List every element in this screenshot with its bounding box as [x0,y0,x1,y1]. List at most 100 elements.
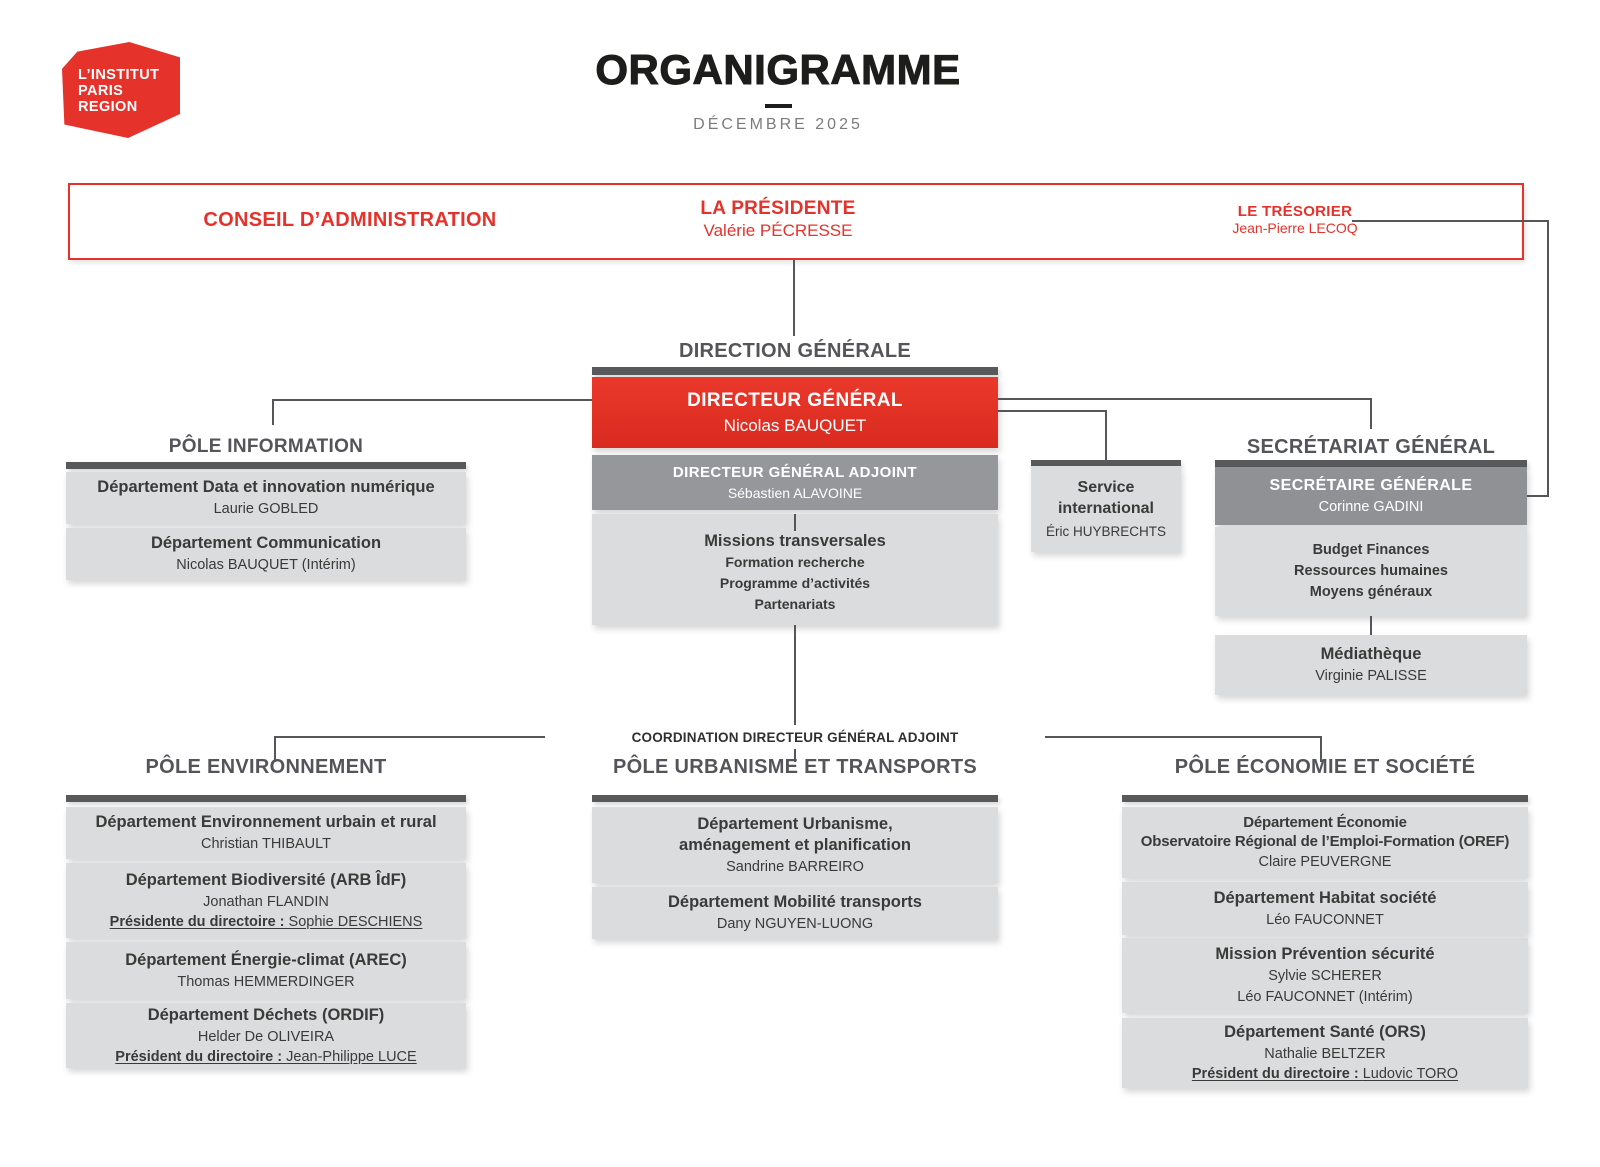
dept-title: Mission Prévention sécurité [1215,945,1435,963]
dept-name: Sandrine BARREIRO [726,858,864,875]
section-title-direction-generale: DIRECTION GÉNÉRALE [678,340,912,362]
conseil-administration-box [68,183,1524,260]
section-title-pole-urbanisme: PÔLE URBANISME ET TRANSPORTS [613,756,977,778]
bar-service-international [1031,460,1181,466]
connector-dg-to-pole-information-h [272,399,592,401]
dept-name: Claire PEUVERGNE [1258,854,1392,870]
connector-coordination-to-economie [1320,736,1322,762]
dept-title: Département Économie Observatoire Région… [1140,814,1510,850]
dept-title: Département Santé (ORS) [1224,1023,1426,1041]
service-international-name: Éric HUYBRECHTS [1045,524,1166,539]
treasurer-name: Jean-Pierre LECOQ [1232,220,1358,236]
dept-name: Nathalie BELTZER [1264,1046,1386,1062]
service-line: Moyens généraux [1309,584,1433,600]
connector-dga-to-missions [794,514,796,531]
section-title-pole-economie: PÔLE ÉCONOMIE ET SOCIÉTÉ [1174,756,1476,778]
section-title-pole-environnement: PÔLE ENVIRONNEMENT [145,756,387,778]
dept-title: Département Communication [150,534,382,552]
dept-title: Département Déchets (ORDIF) [147,1005,385,1024]
sg-name: Corinne GADINI [1318,499,1424,515]
dept-mobilite-transports-box: Département Mobilité transports Dany NGU… [592,887,998,939]
dept-role-line: Présidente du directoire : Sophie DESCHI… [110,913,423,932]
dept-dechets-box: Département Déchets (ORDIF) Helder De OL… [66,1003,466,1068]
mission-prevention-securite-box: Mission Prévention sécurité Sylvie SCHER… [1122,938,1528,1013]
dept-name: Thomas HEMMERDINGER [177,973,355,990]
missions-title: Missions transversales [704,531,886,550]
service-line: Budget Finances [1312,542,1430,558]
dept-name: Jonathan FLANDIN [203,893,329,910]
dept-title: Département Mobilité transports [668,893,922,911]
section-title-pole-information: PÔLE INFORMATION [168,436,364,457]
secretaire-generale-box: SECRÉTAIRE GÉNÉRALE Corinne GADINI [1215,467,1527,525]
dept-title: Département Urbanisme, aménagement et pl… [679,814,911,854]
dept-name: Nicolas BAUQUET (Intérim) [176,557,356,573]
connector-dg-to-secretariat-v [1370,398,1372,429]
dept-role-line: Président du directoire : Jean-Philippe … [115,1048,416,1067]
council-label: CONSEIL D’ADMINISTRATION [203,209,497,231]
dept-name-2: Léo FAUCONNET (Intérim) [1237,989,1413,1005]
mediatheque-name: Virginie PALISSE [1315,668,1427,684]
dept-title: Département Énergie-climat (AREC) [125,950,407,969]
directeur-general-box: DIRECTEUR GÉNÉRAL Nicolas BAUQUET [592,377,998,448]
dept-title: Département Data et innovation numérique [97,478,435,496]
coordination-label: COORDINATION DIRECTEUR GÉNÉRAL ADJOINT [545,725,1045,749]
connector-coordination-to-urbanisme [794,749,796,762]
missions-transversales-box: Missions transversales Formation recherc… [592,514,998,625]
dept-title: Département Biodiversité (ARB ÎdF) [125,870,407,889]
dept-role-line: Président du directoire : Ludovic TORO [1192,1065,1458,1084]
mediatheque-box: Médiathèque Virginie PALISSE [1215,635,1527,695]
bar-pole-economie [1122,795,1528,802]
dept-communication-box: Département Communication Nicolas BAUQUE… [66,528,466,580]
logo-text: L’INSTITUT PARIS REGION [62,42,180,115]
dept-name: Léo FAUCONNET [1266,911,1384,928]
connector-dg-to-service-international-v [1105,410,1107,460]
dept-name: Laurie GOBLED [213,501,319,517]
dg-title: DIRECTEUR GÉNÉRAL [687,389,903,411]
sg-title: SECRÉTAIRE GÉNÉRALE [1269,477,1473,494]
dept-habitat-societe-box: Département Habitat société Léo FAUCONNE… [1122,882,1528,935]
logo-line-1: L’INSTITUT [78,67,160,83]
connector-president-to-dg [793,260,795,336]
services-generaux-box: Budget Finances Ressources humaines Moye… [1215,527,1527,616]
connector-missions-to-coordination [794,625,796,728]
connector-treasurer-v [1547,220,1549,497]
title-dash [765,104,792,108]
mission-item: Formation recherche [725,553,865,570]
dga-title: DIRECTEUR GÉNÉRAL ADJOINT [672,464,918,481]
role-name: Jean-Philippe LUCE [286,1048,417,1065]
bar-pole-environnement [66,795,466,802]
connector-coordination-to-environnement [274,736,276,762]
page-title: ORGANIGRAMME [595,46,961,94]
bar-direction-generale [592,367,998,375]
role-name: Ludovic TORO [1362,1066,1459,1082]
dga-name: Sébastien ALAVOINE [727,485,863,501]
dept-urbanisme-amenagement-box: Département Urbanisme, aménagement et pl… [592,807,998,883]
president-title: LA PRÉSIDENTE [700,198,856,219]
dept-sante-ors-box: Département Santé (ORS) Nathalie BELTZER… [1122,1018,1528,1088]
mediatheque-title: Médiathèque [1320,645,1422,663]
president-block: LA PRÉSIDENTE Valérie PÉCRESSE [593,197,963,242]
dept-title: Département Habitat société [1213,888,1437,907]
dept-name: Sylvie SCHERER [1268,968,1382,984]
connector-secretariat-to-mediatheque [1370,616,1372,635]
logo-line-3: REGION [78,99,138,115]
connector-dg-to-service-international-h [998,410,1107,412]
dept-energie-climat-box: Département Énergie-climat (AREC) Thomas… [66,942,466,999]
dept-name: Helder De OLIVEIRA [197,1028,335,1045]
section-title-secretariat-general: SECRÉTARIAT GÉNÉRAL [1246,436,1496,458]
connector-treasurer-h2 [1527,495,1549,497]
dept-title: Département Environnement urbain et rura… [95,813,437,831]
treasurer-title: LE TRÉSORIER [1237,203,1353,220]
institut-paris-region-logo: L’INSTITUT PARIS REGION [62,42,180,138]
dept-biodiversite-box: Département Biodiversité (ARB ÎdF) Jonat… [66,863,466,938]
dept-data-innovation-box: Département Data et innovation numérique… [66,472,466,524]
president-name: Valérie PÉCRESSE [703,221,853,240]
page-subtitle: DÉCEMBRE 2025 [693,116,863,133]
connector-treasurer-h1 [1352,220,1549,222]
bar-pole-information [66,462,466,469]
role-name: Sophie DESCHIENS [288,913,423,930]
directeur-general-adjoint-box: DIRECTEUR GÉNÉRAL ADJOINT Sébastien ALAV… [592,455,998,510]
connector-dg-to-pole-information-v [272,399,274,425]
mission-item: Partenariats [754,595,836,612]
